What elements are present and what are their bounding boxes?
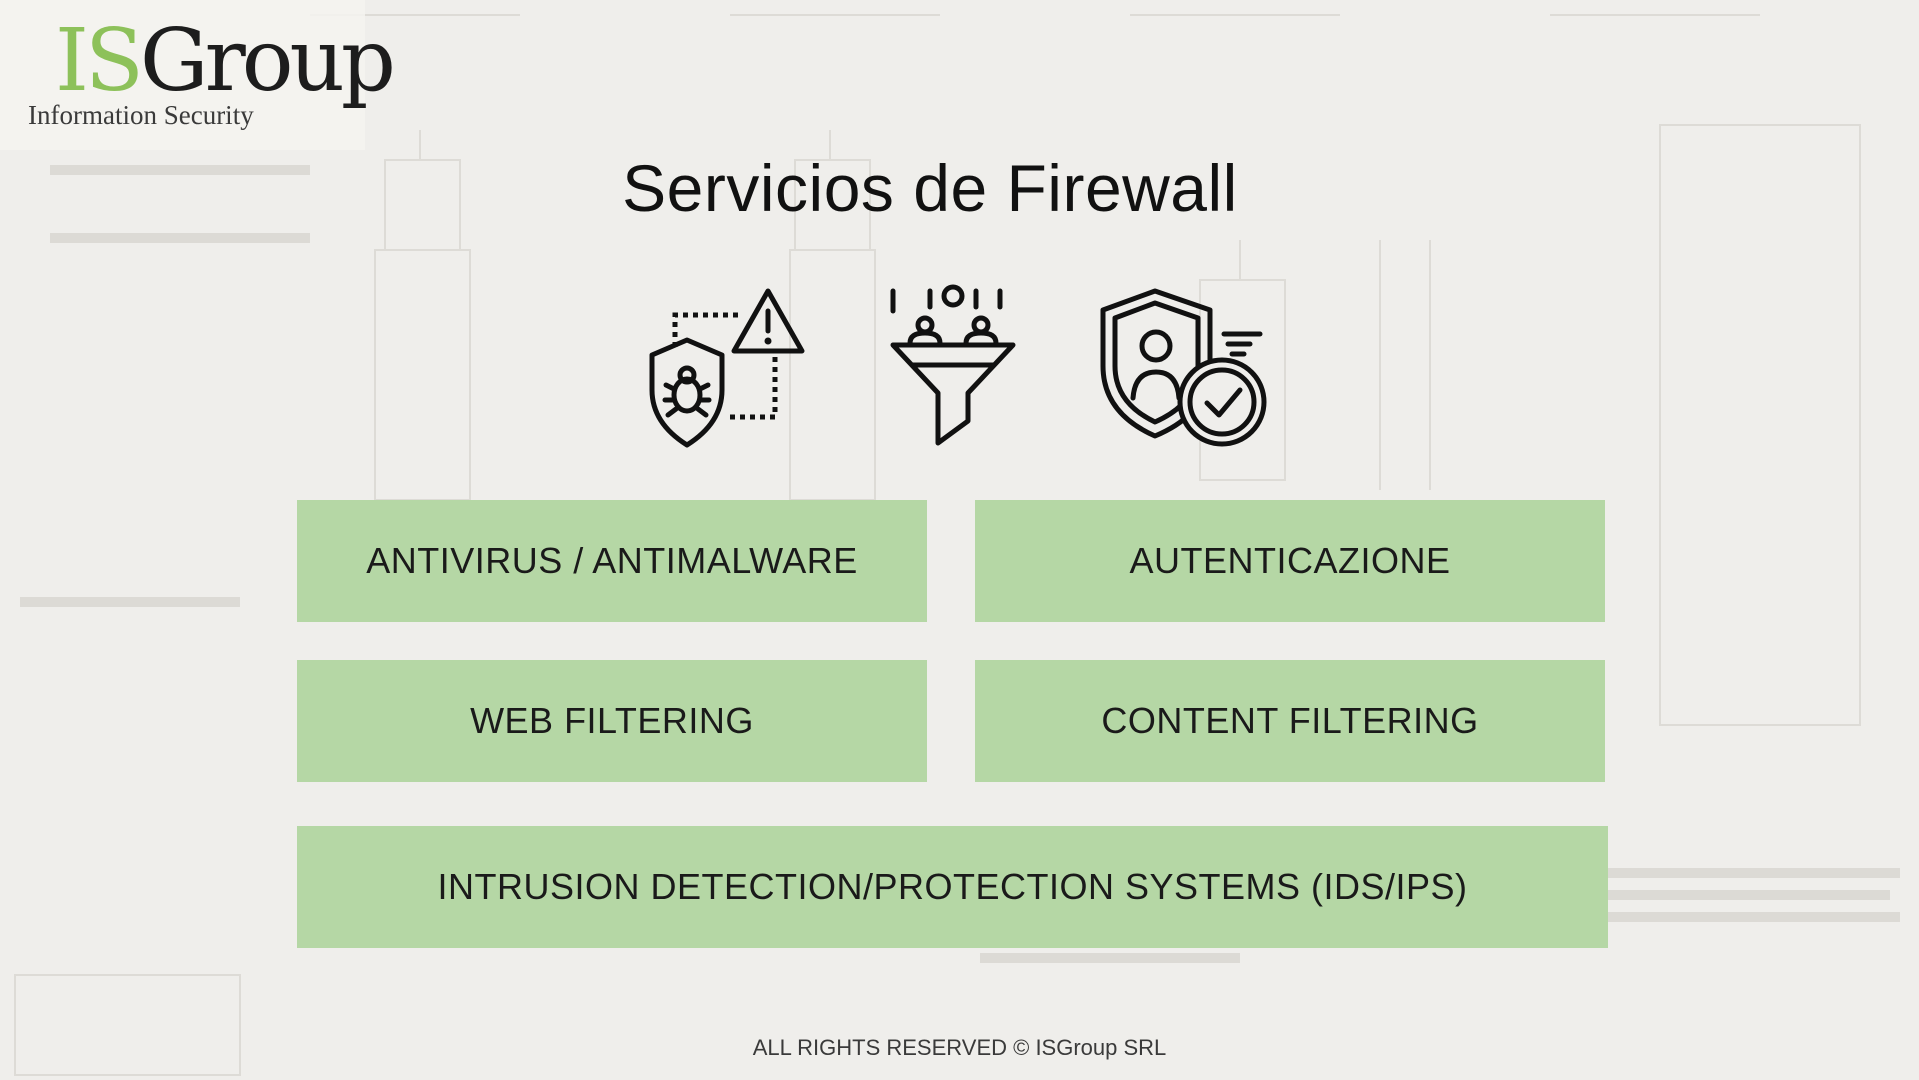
user-shield-check-icon	[1100, 288, 1267, 453]
page-title: Servicios de Firewall	[622, 151, 1238, 225]
shield-bug-warning-icon	[640, 285, 810, 450]
isgroup-logo[interactable]: ISGroup Information Security	[0, 0, 396, 150]
antivirus-antimalware-box: ANTIVIRUS / ANTIMALWARE	[297, 500, 927, 622]
filter-funnel-icon	[888, 283, 1018, 451]
autenticazione-box: AUTENTICAZIONE	[975, 500, 1605, 622]
web-filtering-box: WEB FILTERING	[297, 660, 927, 782]
copyright-footer: ALL RIGHTS RESERVED © ISGroup SRL	[752, 1035, 1167, 1060]
logo-is-text: IS	[55, 11, 144, 111]
content-filtering-box: CONTENT FILTERING	[975, 660, 1605, 782]
logo-group-text: Group	[139, 11, 396, 111]
logo-wordmark: ISGroup	[55, 18, 396, 104]
ids-ips-box: INTRUSION DETECTION/PROTECTION SYSTEMS (…	[297, 826, 1608, 948]
logo-subtitle: Information Security	[28, 100, 254, 130]
